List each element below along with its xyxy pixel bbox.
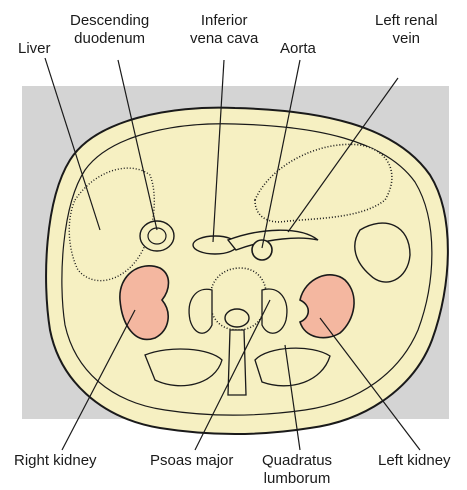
label-inferior-vena-cava: Inferior vena cava: [190, 12, 258, 48]
label-liver: Liver: [18, 40, 51, 58]
spinous-process: [228, 330, 246, 395]
label-descending-duodenum-line2: duodenum: [70, 30, 149, 48]
duodenum-shape: [140, 221, 174, 251]
label-psoas-major: Psoas major: [150, 452, 233, 470]
label-descending-duodenum-line1: Descending: [70, 12, 149, 30]
label-left-renal-vein: Left renal vein: [375, 12, 438, 48]
label-descending-duodenum: Descending duodenum: [70, 12, 149, 48]
label-left-renal-vein-line2: vein: [375, 30, 438, 48]
spinal-canal: [225, 309, 249, 327]
label-quadratus-lumborum-line2: lumborum: [262, 470, 332, 488]
label-aorta: Aorta: [280, 40, 316, 58]
label-inferior-vena-cava-line2: vena cava: [190, 30, 258, 48]
aorta-shape: [252, 240, 272, 260]
label-left-renal-vein-line1: Left renal: [375, 12, 438, 30]
label-quadratus-lumborum-line1: Quadratus: [262, 452, 332, 470]
label-quadratus-lumborum: Quadratus lumborum: [262, 452, 332, 488]
label-inferior-vena-cava-line1: Inferior: [190, 12, 258, 30]
label-left-kidney: Left kidney: [378, 452, 451, 470]
label-right-kidney: Right kidney: [14, 452, 97, 470]
